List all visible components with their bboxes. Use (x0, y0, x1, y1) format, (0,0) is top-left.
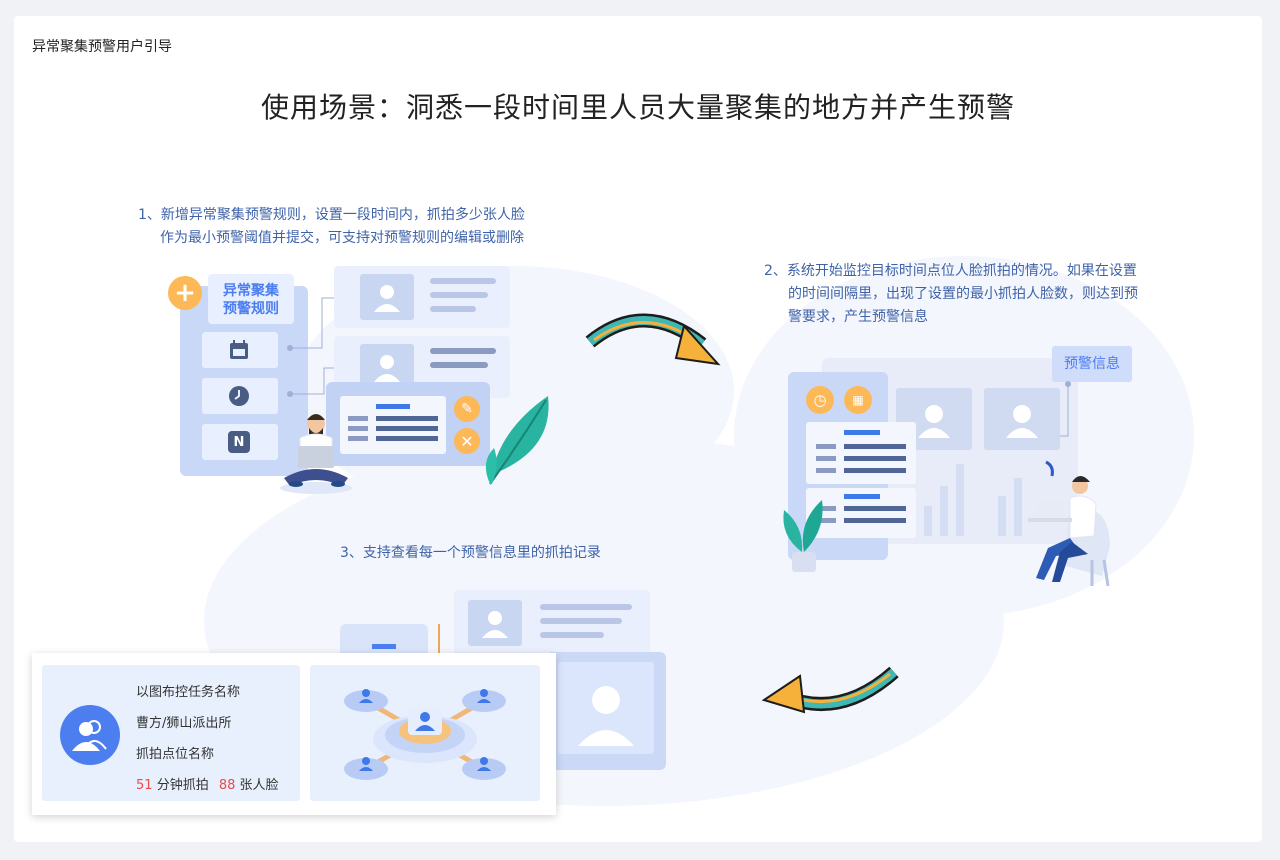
step-2-line-1: 2、系统开始监控目标时间点位人脸抓拍的情况。如果在设置 (764, 263, 1137, 279)
decorative-bar (956, 464, 964, 536)
step-3-line-1: 3、支持查看每一个预警信息里的抓拍记录 (340, 545, 601, 561)
form-label (348, 416, 368, 421)
task-name: 以图布控任务名称 (136, 685, 241, 700)
alert-detail-card: 以图布控任务名称 曹方/狮山派出所 抓拍点位名称 51 分钟抓拍 88 张人脸 (32, 653, 556, 815)
text-line (540, 618, 622, 624)
form-label (816, 444, 836, 449)
rule-option-clock (202, 378, 278, 414)
alert-record-card (806, 488, 916, 538)
step-1-line-1: 1、新增异常聚集预警规则，设置一段时间内，抓拍多少张人脸 (138, 207, 525, 223)
face-photo (984, 388, 1060, 450)
capture-stats: 51 分钟抓拍 88 张人脸 (136, 774, 279, 793)
network-panel (310, 665, 540, 801)
form-label (816, 506, 836, 511)
text-line (430, 278, 496, 284)
step-2-line-2: 的时间间隔里，出现了设置的最小抓拍人脸数，则达到预 (788, 286, 1138, 302)
rule-label-line-2: 预警规则 (223, 301, 279, 317)
point-name: 抓拍点位名称 (136, 747, 215, 762)
form-value (376, 426, 438, 431)
form-value (376, 436, 438, 441)
decorative-bar (1014, 478, 1022, 536)
arrow-icon (761, 666, 899, 714)
minutes-value: 51 (136, 778, 153, 793)
face-photo (468, 600, 522, 646)
form-header-line (844, 494, 880, 499)
faces-label: 张人脸 (239, 778, 279, 793)
face-photo (558, 662, 654, 754)
rule-label: 异常聚集 预警规则 (208, 274, 294, 324)
clock-icon (229, 386, 249, 406)
alert-record-card (806, 422, 916, 484)
users-icon (72, 720, 107, 751)
user-icon (374, 355, 400, 382)
plus-icon: + (168, 276, 202, 310)
record-detail-panel (546, 652, 666, 770)
form-value (844, 444, 906, 449)
orange-connector (438, 624, 440, 654)
record-card (454, 590, 650, 662)
user-icon (578, 686, 634, 746)
text-line (430, 348, 496, 354)
arrow-icon (585, 313, 721, 366)
alert-tag: 预警信息 (1052, 346, 1132, 382)
calendar-icon: ▦ (844, 386, 872, 414)
form-label (816, 456, 836, 461)
minutes-label: 分钟抓拍 (156, 778, 209, 793)
person-desk-illustration (1028, 460, 1110, 586)
person-laptop-illustration (280, 414, 352, 494)
station-name: 曹方/狮山派出所 (136, 716, 232, 731)
form-value (376, 416, 438, 421)
rule-option-n: N (202, 424, 278, 460)
calendar-icon (230, 340, 248, 359)
leaf-icon (485, 396, 549, 485)
decorative-bar (998, 496, 1006, 536)
step-3-text: 3、支持查看每一个预警信息里的抓拍记录 (340, 542, 601, 565)
user-icon (918, 405, 950, 438)
text-line (430, 292, 488, 298)
form-label (816, 468, 836, 473)
form-label (348, 436, 368, 441)
form-value (844, 518, 906, 523)
form-value (844, 468, 906, 473)
text-line (540, 604, 632, 610)
form-header-line (376, 404, 410, 409)
form-header-line (844, 430, 880, 435)
alert-info-panel: 以图布控任务名称 曹方/狮山派出所 抓拍点位名称 51 分钟抓拍 88 张人脸 (42, 665, 300, 801)
step-1-line-2: 作为最小预警阈值并提交，可支持对预警规则的编辑或删除 (160, 230, 524, 246)
rule-option-calendar (202, 332, 278, 368)
guide-card: 异常聚集预警用户引导 使用场景：洞悉一段时间里人员大量聚集的地方并产生预警 1、… (14, 16, 1262, 842)
page-title: 异常聚集预警用户引导 (32, 39, 172, 55)
rule-label-line-1: 异常聚集 (223, 283, 279, 299)
user-icon (374, 285, 400, 312)
step-2-line-3: 警要求，产生预警信息 (788, 309, 928, 325)
form-label (348, 426, 368, 431)
close-icon: ✕ (454, 428, 480, 454)
form-inner (340, 396, 446, 454)
text-line (430, 306, 476, 312)
form-value (844, 506, 906, 511)
users-avatar (60, 705, 120, 765)
form-label (816, 518, 836, 523)
clock-icon: ◷ (806, 386, 834, 414)
edit-icon: ✎ (454, 396, 480, 422)
faces-value: 88 (218, 778, 236, 793)
face-network-illustration (344, 689, 506, 780)
text-line (540, 632, 604, 638)
step-1-text: 1、新增异常聚集预警规则，设置一段时间内，抓拍多少张人脸 作为最小预警阈值并提交… (138, 204, 525, 250)
panel-line (372, 644, 396, 649)
face-photo (360, 274, 414, 320)
decorative-bar (940, 486, 948, 536)
n-icon: N (228, 431, 250, 453)
face-card (334, 266, 510, 328)
user-icon (482, 611, 508, 638)
leaf-icon (783, 500, 823, 572)
form-value (844, 456, 906, 461)
decorative-bar (924, 506, 932, 536)
main-title: 使用场景：洞悉一段时间里人员大量聚集的地方并产生预警 (260, 91, 1015, 124)
user-icon (1006, 405, 1038, 438)
step-2-text: 2、系统开始监控目标时间点位人脸抓拍的情况。如果在设置 的时间间隔里，出现了设置… (764, 260, 1138, 329)
connector-lines (1056, 381, 1071, 437)
text-line (430, 362, 488, 368)
